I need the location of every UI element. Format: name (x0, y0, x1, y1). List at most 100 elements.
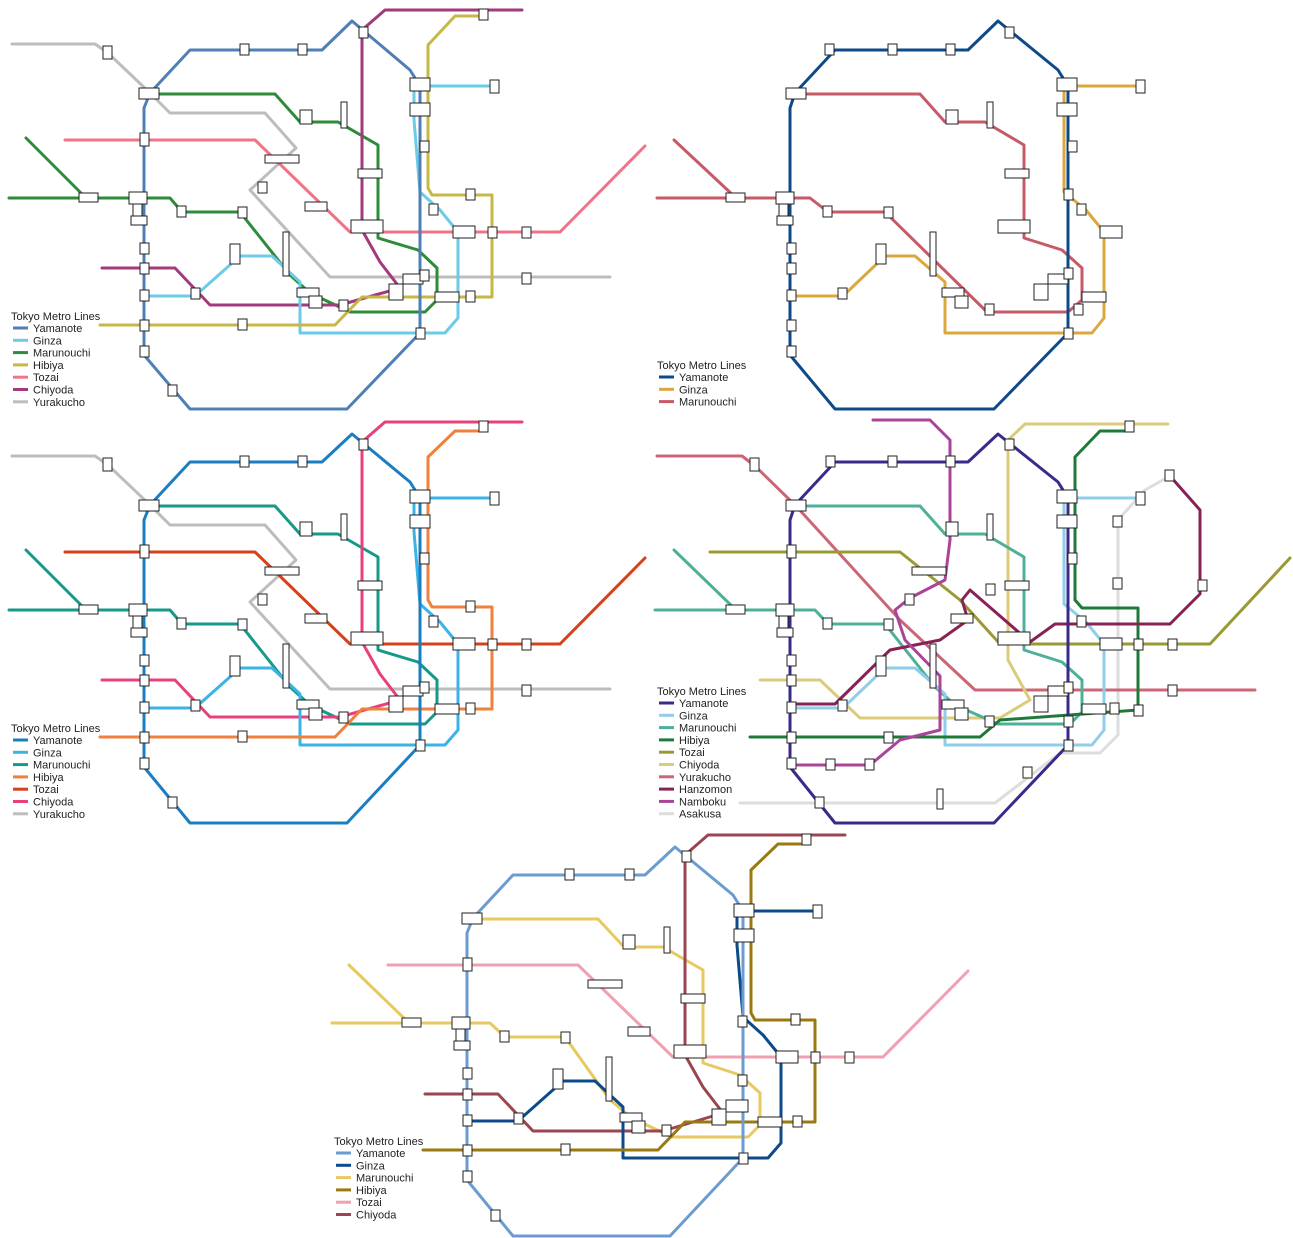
station[interactable] (514, 1113, 523, 1124)
station[interactable] (561, 1144, 570, 1155)
station[interactable] (876, 244, 886, 264)
station[interactable] (131, 216, 147, 225)
station[interactable] (140, 732, 149, 743)
station[interactable] (522, 685, 531, 696)
station[interactable] (305, 614, 327, 623)
station[interactable] (309, 708, 322, 720)
station[interactable] (1113, 578, 1122, 589)
station[interactable] (466, 601, 475, 612)
station[interactable] (168, 797, 177, 808)
station[interactable] (479, 9, 488, 20)
station[interactable] (309, 296, 322, 308)
station[interactable] (682, 851, 691, 862)
station[interactable] (140, 655, 149, 666)
station[interactable] (779, 204, 788, 217)
station[interactable] (488, 227, 497, 238)
station[interactable] (838, 700, 847, 711)
station[interactable] (811, 1052, 820, 1063)
station[interactable] (628, 1027, 650, 1036)
station[interactable] (238, 207, 247, 218)
station[interactable] (787, 702, 796, 713)
station[interactable] (265, 155, 299, 163)
station[interactable] (463, 1145, 472, 1156)
station[interactable] (1134, 705, 1143, 716)
station[interactable] (416, 328, 425, 339)
station[interactable] (463, 1089, 472, 1100)
station[interactable] (1077, 204, 1086, 215)
station[interactable] (341, 102, 347, 128)
station[interactable] (420, 553, 429, 564)
station[interactable] (341, 514, 347, 540)
station[interactable] (606, 1057, 612, 1101)
station[interactable] (463, 958, 472, 971)
station[interactable] (588, 980, 622, 988)
station[interactable] (565, 869, 574, 880)
station[interactable] (786, 500, 806, 511)
station[interactable] (522, 273, 531, 284)
station[interactable] (1023, 767, 1032, 778)
station[interactable] (79, 193, 98, 202)
station[interactable] (305, 202, 327, 211)
station[interactable] (1110, 703, 1119, 714)
station[interactable] (1064, 189, 1073, 200)
station[interactable] (463, 1171, 472, 1182)
station[interactable] (140, 320, 149, 331)
station[interactable] (410, 103, 430, 116)
station[interactable] (283, 232, 289, 276)
station[interactable] (779, 616, 788, 629)
station[interactable] (435, 704, 459, 714)
station[interactable] (1064, 328, 1073, 339)
station[interactable] (240, 44, 249, 55)
station[interactable] (791, 1014, 800, 1025)
station[interactable] (876, 656, 886, 676)
station[interactable] (258, 182, 267, 193)
station[interactable] (946, 522, 958, 536)
station[interactable] (177, 206, 186, 217)
station[interactable] (802, 834, 811, 845)
station[interactable] (738, 1075, 747, 1086)
station[interactable] (140, 133, 149, 146)
station[interactable] (786, 88, 806, 99)
station[interactable] (623, 935, 635, 949)
station[interactable] (625, 869, 634, 880)
station[interactable] (1136, 492, 1145, 505)
station[interactable] (238, 319, 247, 330)
station[interactable] (103, 458, 112, 471)
station[interactable] (987, 514, 993, 540)
station[interactable] (1064, 740, 1073, 751)
station[interactable] (787, 675, 796, 686)
station[interactable] (987, 102, 993, 128)
station[interactable] (466, 291, 475, 302)
station[interactable] (500, 1031, 509, 1042)
station[interactable] (905, 594, 914, 605)
station[interactable] (300, 110, 312, 124)
station[interactable] (739, 1153, 748, 1164)
station[interactable] (951, 614, 973, 623)
station[interactable] (553, 1069, 563, 1089)
station[interactable] (787, 346, 796, 357)
station[interactable] (1057, 103, 1077, 116)
station[interactable] (787, 243, 796, 254)
station[interactable] (351, 632, 383, 645)
station[interactable] (1077, 616, 1086, 627)
station[interactable] (420, 141, 429, 152)
station[interactable] (787, 320, 796, 331)
station[interactable] (298, 44, 307, 55)
station[interactable] (416, 740, 425, 751)
station[interactable] (884, 619, 893, 630)
station[interactable] (140, 346, 149, 357)
station[interactable] (1057, 78, 1077, 91)
station[interactable] (884, 207, 893, 218)
station[interactable] (838, 288, 847, 299)
station[interactable] (1034, 284, 1048, 300)
station[interactable] (776, 604, 794, 616)
station[interactable] (140, 243, 149, 254)
station[interactable] (339, 712, 348, 723)
station[interactable] (453, 638, 475, 650)
station[interactable] (298, 456, 307, 467)
station[interactable] (410, 78, 430, 91)
station[interactable] (998, 220, 1030, 233)
station[interactable] (453, 226, 475, 238)
station[interactable] (339, 300, 348, 311)
station[interactable] (402, 1018, 421, 1027)
